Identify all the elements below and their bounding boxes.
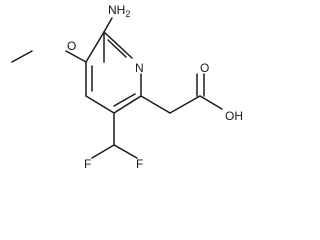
bond-c6-c5 [113,95,142,114]
hydroxyl-label: OH [225,109,243,123]
structure-diagram: NH2 N O O OH F F [11,3,243,171]
bond-c6-c5-inner [113,93,136,107]
methoxy-oxygen-label: O [67,39,76,53]
bond-chf2-f-left [91,144,115,159]
bond-c-oh [199,95,223,110]
bond-c2-n1 [103,31,133,59]
bond-c6-ch2 [140,95,171,114]
bond-o-ch3 [11,50,33,63]
bond-c3-c2 [85,31,105,63]
bond-ch2-cooh [169,95,201,114]
bond-chf2-f-right [113,144,138,159]
bond-c2-n1-inner [107,39,127,58]
bond-c2-nh2 [103,17,113,33]
bond-c5-c4 [85,95,115,114]
fluorine-right-label: F [136,157,143,171]
ring-nitrogen-label: N [135,61,144,75]
carbonyl-oxygen-label: O [200,61,209,75]
fluorine-left-label: F [84,157,91,171]
bond-c3-o [65,50,87,63]
amine-label: NH2 [108,3,130,19]
pyridine-ring [85,31,142,114]
